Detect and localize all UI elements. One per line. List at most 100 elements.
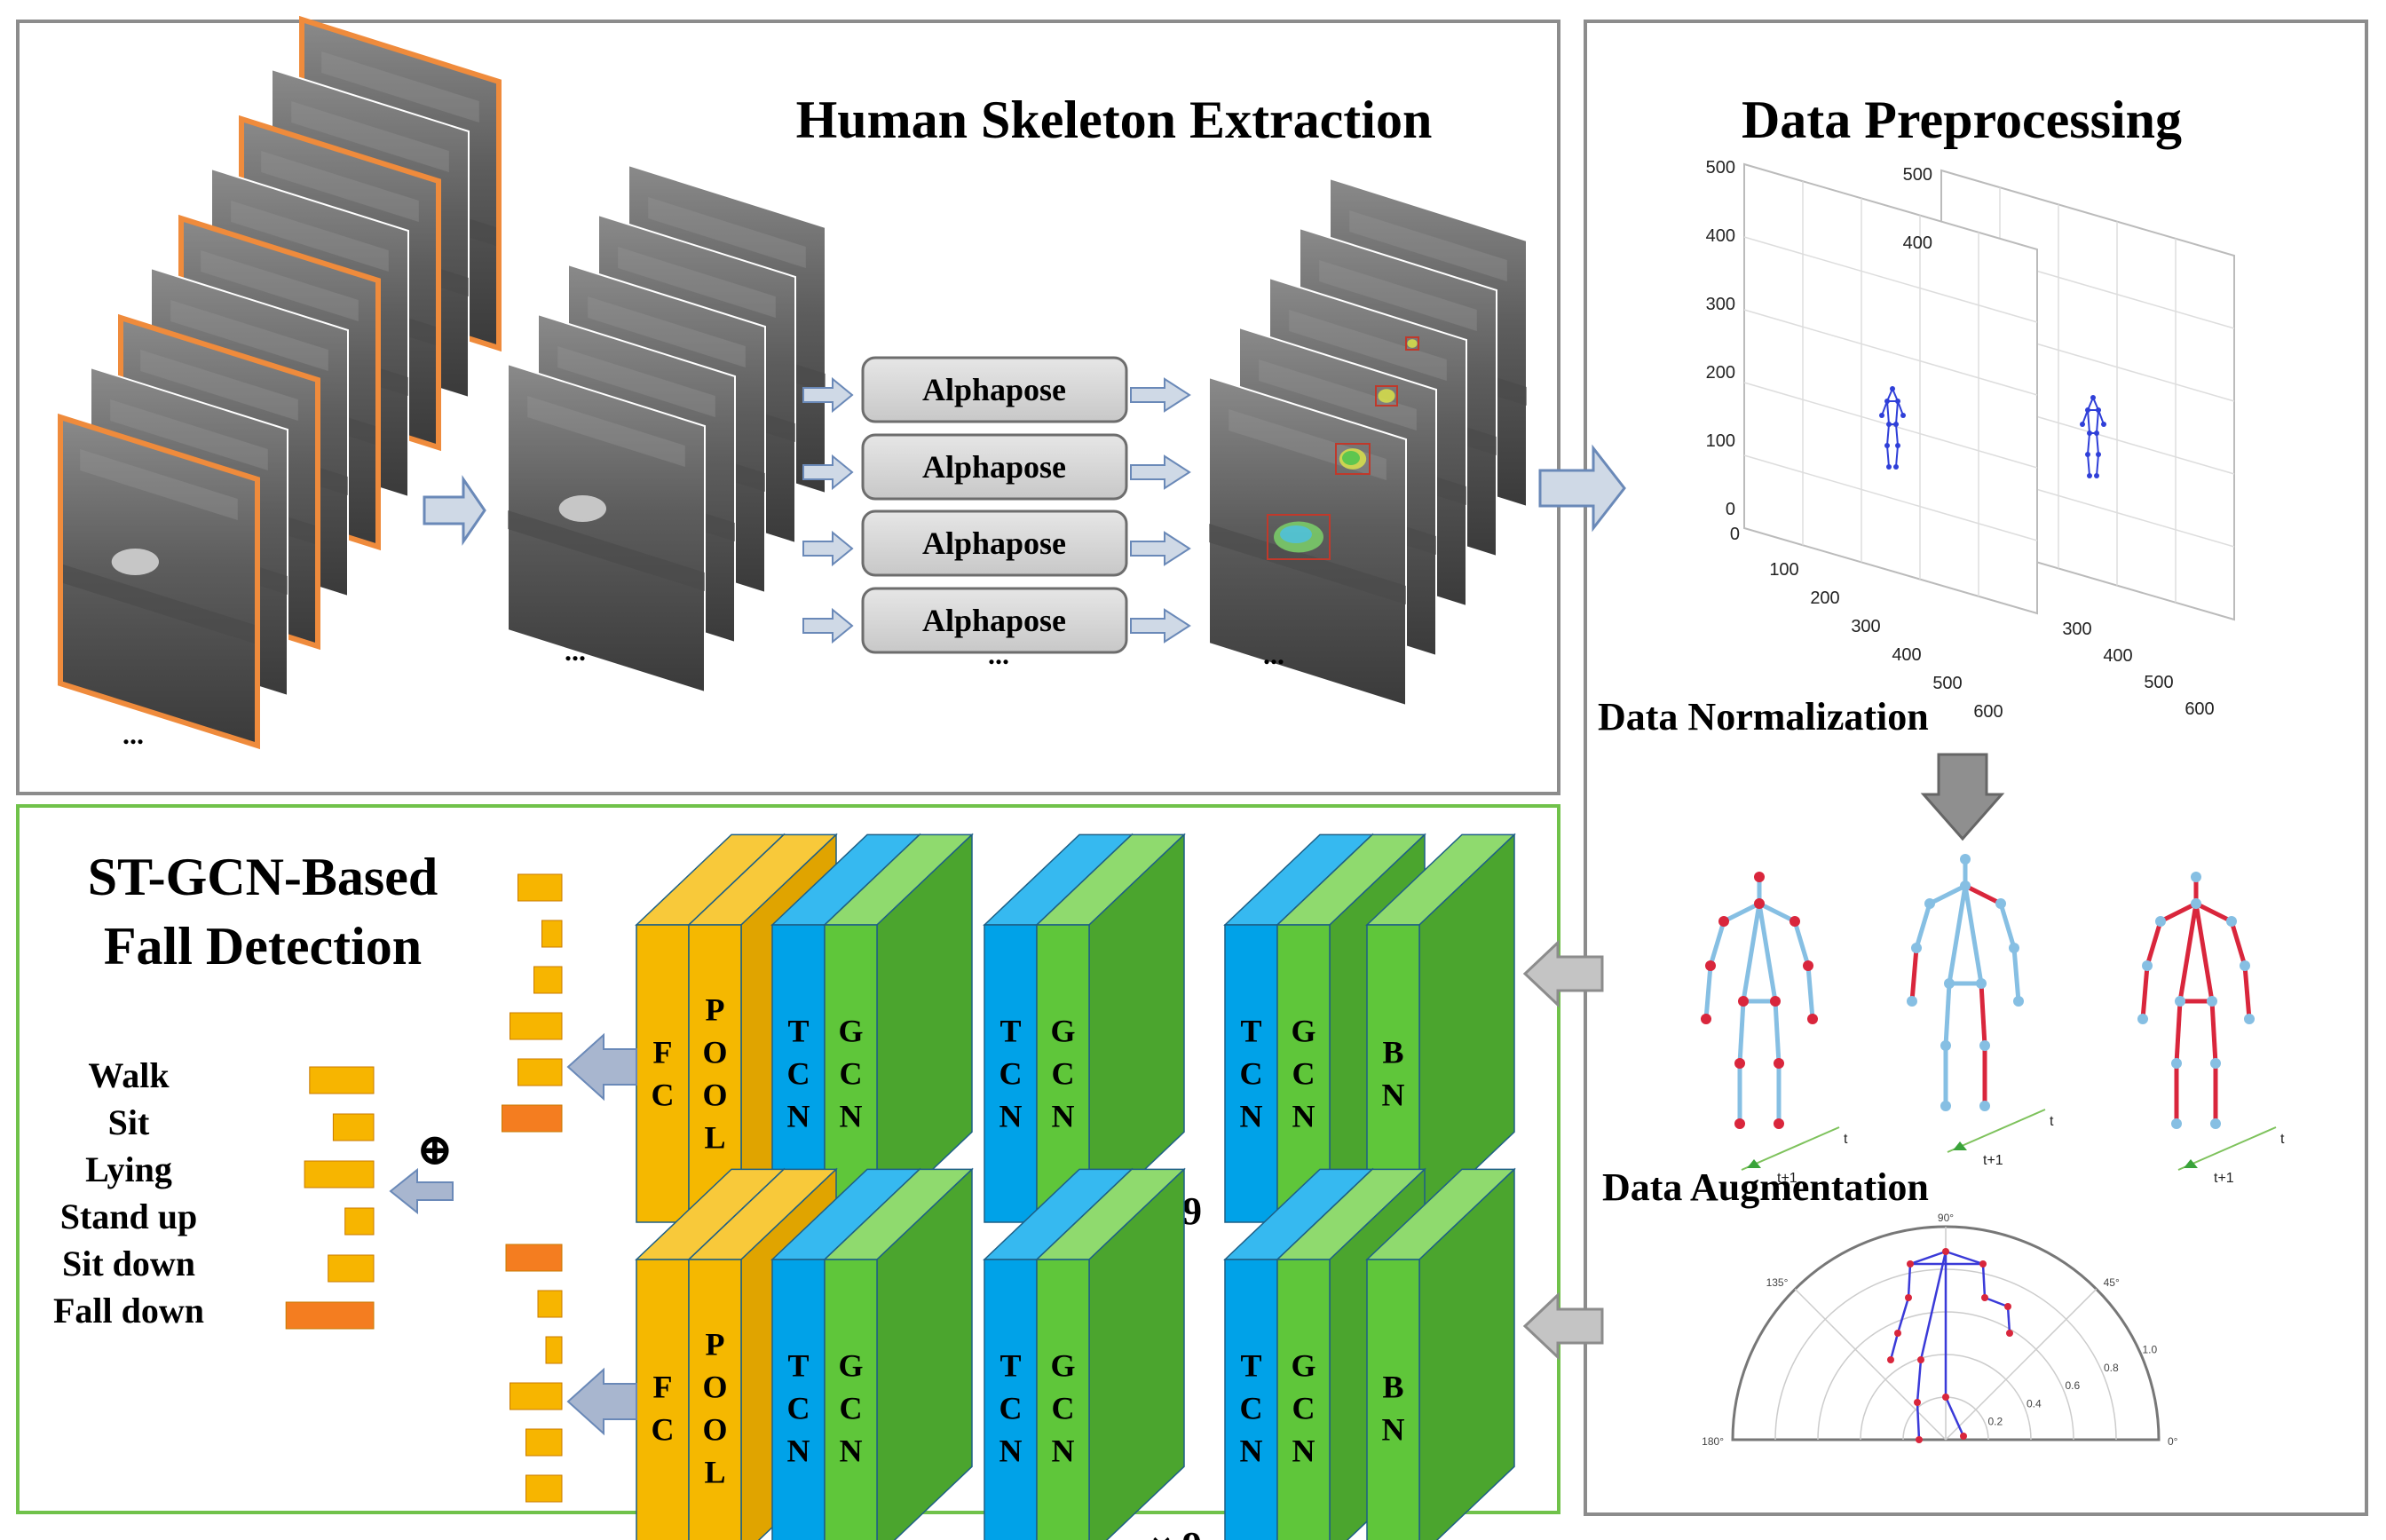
y-tick: 400 bbox=[1903, 233, 1932, 253]
polar-spoke bbox=[1794, 1288, 1947, 1441]
skeleton-bone bbox=[1805, 965, 1815, 1020]
mini-skeleton-joint bbox=[2096, 452, 2101, 457]
gcn-block-letter: C bbox=[1292, 1391, 1315, 1426]
skeleton-bone bbox=[2174, 1000, 2183, 1064]
person-blob bbox=[558, 495, 606, 522]
wall-band bbox=[1259, 359, 1417, 430]
grid-line bbox=[1743, 454, 2038, 541]
skeleton-joint bbox=[2210, 1118, 2221, 1129]
fusion-symbol: ⊕ bbox=[416, 1125, 454, 1174]
alphapose-box bbox=[861, 356, 1128, 423]
bn-block-front bbox=[1366, 1259, 1420, 1540]
skeleton-bone bbox=[1914, 903, 1932, 949]
tcn-block-letter: T bbox=[999, 1014, 1021, 1049]
alphapose-out-arrow bbox=[1130, 454, 1191, 490]
alphapose-in-arrow bbox=[802, 530, 854, 567]
pool-block-letter: P bbox=[706, 1327, 725, 1362]
skeleton-bone bbox=[1792, 920, 1811, 967]
skeleton-joint bbox=[1924, 898, 1935, 909]
gcn-block-letter: N bbox=[840, 1099, 863, 1134]
x-tick: 600 bbox=[2185, 699, 2214, 719]
floor-band bbox=[508, 510, 705, 591]
input-frame-stack bbox=[58, 15, 502, 750]
skeleton-bone bbox=[2159, 901, 2198, 924]
alphapose-label: Alphapose bbox=[922, 603, 1066, 638]
wall-band bbox=[1289, 310, 1447, 381]
t1-label: t+1 bbox=[1777, 1171, 1797, 1186]
pool-block-letter: O bbox=[702, 1078, 727, 1113]
mini-skeleton-bone bbox=[2087, 432, 2090, 455]
polar-radius-label: 1.0 bbox=[2143, 1344, 2158, 1356]
alphapose-label: Alphapose bbox=[922, 525, 1066, 561]
polar-angle-label: 90° bbox=[1938, 1212, 1954, 1224]
skeleton-bone bbox=[1943, 983, 1952, 1046]
extraction-panel bbox=[16, 20, 1560, 795]
x-tick: 100 bbox=[1769, 560, 1798, 580]
pose-overlay bbox=[1378, 389, 1395, 403]
time-axis bbox=[1741, 1126, 1840, 1171]
polar-skeleton-joint bbox=[1916, 1436, 1923, 1443]
skeleton-joint bbox=[2137, 1014, 2148, 1024]
y-tick: 100 bbox=[1706, 431, 1735, 451]
skeleton-bone bbox=[1998, 903, 2017, 949]
stream-output-arrow bbox=[566, 1032, 637, 1102]
grid-line bbox=[1743, 309, 2038, 396]
polar-angle-label: 180° bbox=[1702, 1435, 1724, 1448]
mini-skeleton-joint bbox=[1886, 464, 1892, 470]
wall-band bbox=[140, 350, 298, 421]
tcn-block-letter: N bbox=[999, 1099, 1023, 1134]
bottom-stream-score-bar bbox=[510, 1382, 563, 1410]
class-label: Fall down bbox=[53, 1291, 204, 1331]
class-label: Walk bbox=[88, 1055, 170, 1095]
skeleton-bone bbox=[1947, 885, 1968, 984]
skeleton-joint bbox=[2142, 960, 2153, 971]
video-frame bbox=[507, 362, 706, 694]
fused-score-bar bbox=[328, 1254, 375, 1283]
skeleton-bone bbox=[2145, 920, 2163, 967]
x-tick: 400 bbox=[1892, 645, 1921, 665]
skeleton-joint bbox=[1734, 1118, 1745, 1129]
class-label: Sit bbox=[108, 1102, 150, 1142]
gcn-block-letter: N bbox=[1292, 1099, 1315, 1134]
fused-score-bar bbox=[344, 1207, 375, 1236]
skeleton-joint bbox=[1807, 1014, 1818, 1024]
arrow-into-network-bottom bbox=[1522, 1291, 1604, 1361]
skeleton-joint bbox=[1754, 898, 1765, 909]
skeleton-bone bbox=[2193, 903, 2215, 1002]
polar-skeleton-bone bbox=[1945, 1250, 1984, 1266]
top-stream-score-bar bbox=[510, 1012, 563, 1040]
polar-skeleton-joint bbox=[1914, 1399, 1921, 1406]
pool-block-letter: O bbox=[702, 1370, 727, 1405]
bn-block-letter: N bbox=[1382, 1412, 1405, 1448]
normalization-label: Data Normalization bbox=[1598, 695, 1929, 738]
skeleton-joint bbox=[1911, 943, 1922, 953]
mini-skeleton-joint bbox=[1900, 413, 1906, 418]
skeleton-joint bbox=[2210, 1058, 2221, 1069]
tcn-block-letter: C bbox=[787, 1391, 810, 1426]
fc-block-letter: C bbox=[652, 1078, 675, 1113]
mini-skeleton-bone bbox=[1886, 400, 1890, 425]
polar-skeleton-bone bbox=[1916, 1359, 1923, 1403]
gcn-block-letter: N bbox=[1052, 1433, 1075, 1469]
mini-skeleton-bone bbox=[2096, 454, 2099, 477]
preprocessing-title: Data Preprocessing bbox=[1742, 91, 2182, 149]
time-axis bbox=[1947, 1109, 2046, 1153]
tcn-block-letter: C bbox=[1240, 1391, 1263, 1426]
bottom-stream-score-bar bbox=[525, 1428, 563, 1457]
detection-title-line1: ST-GCN-Based bbox=[88, 848, 438, 906]
alphapose-out-arrow bbox=[1130, 531, 1191, 566]
polar-skeleton-bone bbox=[1984, 1296, 2009, 1308]
polar-skeleton-joint bbox=[1905, 1294, 1912, 1301]
skeleton-joint bbox=[1738, 996, 1749, 1007]
alphapose-label: Alphapose bbox=[922, 449, 1066, 485]
tcn-block-front bbox=[771, 1259, 826, 1540]
augmentation-polar-plot: 90°45°135°180°0°0.20.40.60.81.0 bbox=[1702, 1212, 2178, 1448]
tcn-block-letter: N bbox=[1240, 1433, 1263, 1469]
